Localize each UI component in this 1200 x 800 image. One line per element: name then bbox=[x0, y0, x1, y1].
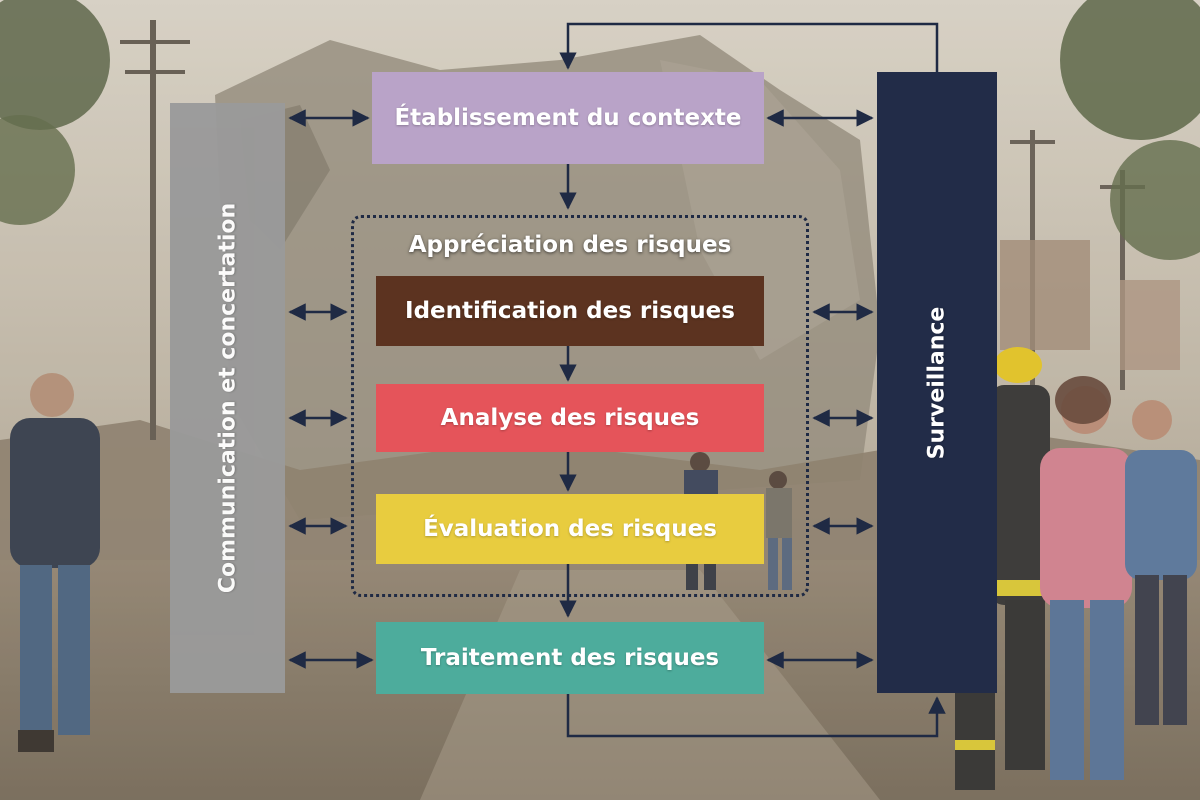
communication-label: Communication et concertation bbox=[215, 202, 240, 594]
step-treatment-label: Traitement des risques bbox=[420, 645, 720, 671]
risk-assessment-title: Appréciation des risques bbox=[408, 232, 732, 258]
step-identification: Identification des risques bbox=[376, 276, 764, 346]
step-context: Établissement du contexte bbox=[372, 72, 764, 164]
step-treatment: Traitement des risques bbox=[376, 622, 764, 694]
surveillance-panel: Surveillance bbox=[877, 72, 997, 693]
step-analysis-label: Analyse des risques bbox=[440, 405, 700, 431]
communication-panel: Communication et concertation bbox=[170, 103, 285, 693]
step-evaluation-label: Évaluation des risques bbox=[423, 516, 717, 542]
risk-assessment-group bbox=[351, 215, 809, 597]
step-context-label: Établissement du contexte bbox=[394, 105, 742, 131]
surveillance-label: Surveillance bbox=[924, 306, 950, 459]
step-identification-label: Identification des risques bbox=[405, 298, 735, 324]
step-analysis: Analyse des risques bbox=[376, 384, 764, 452]
step-evaluation: Évaluation des risques bbox=[376, 494, 764, 564]
